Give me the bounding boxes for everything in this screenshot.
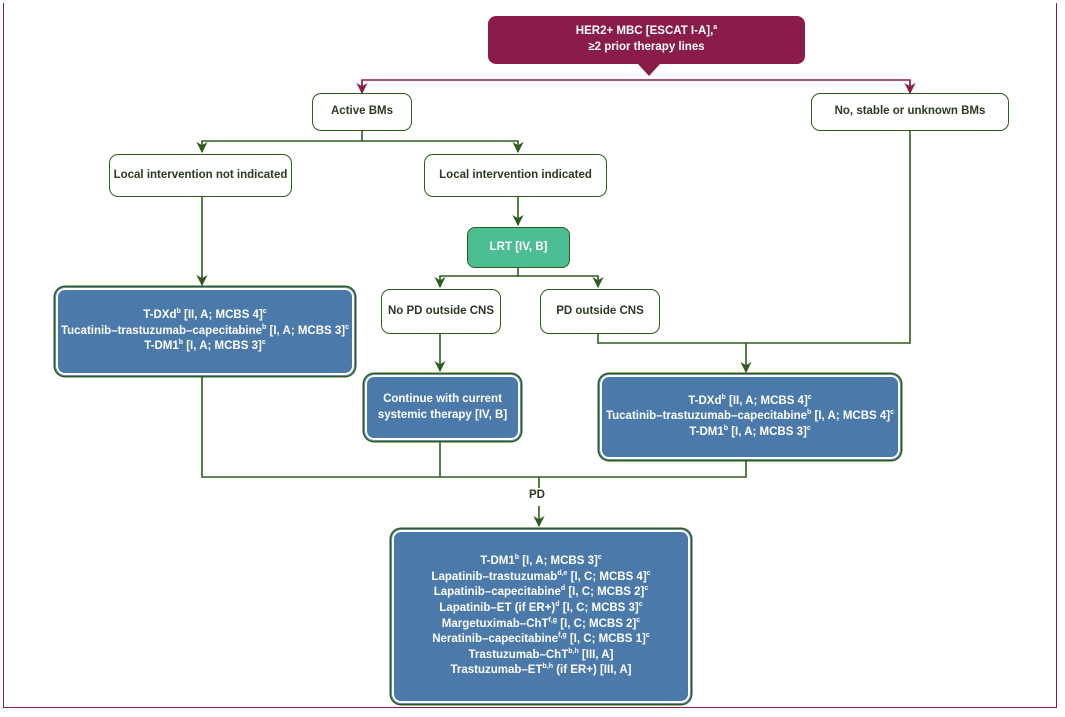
pd-outside-box: PD outside CNS [540,289,660,334]
no-stable-bms-box: No, stable or unknown BMs [811,93,1009,131]
option-line: Tucatinib–trastuzumab–capecitabineb [I, … [60,323,350,337]
continue-line2: systemic therapy [IV, B] [377,408,508,421]
option-line: T-DM1b [I, A; MCBS 3]c [480,554,602,568]
option-line: Tucatinib–trastuzumab–capecitabineb [I, … [605,409,895,423]
option-line: T-DXdb [II, A; MCBS 4]c [688,393,812,407]
active-bms-box: Active BMs [312,93,412,131]
option-line: T-DM1b [I, A; MCBS 3]c [689,424,811,438]
pd-label: PD [526,489,548,501]
figure-frame [3,3,1057,708]
local-indicated-box: Local intervention indicated [424,154,607,197]
continue-therapy-box: Continue with current systemic therapy [… [364,374,521,441]
option-line: Margetuximab–ChTf,g [I, C; MCBS 2]c [441,616,641,630]
option-line: Lapatinib–capecitabined [I, C; MCBS 2]c [433,585,649,599]
option-line: Lapatinib–ET (if ER+)d [I, C; MCBS 3]c [439,601,643,614]
option-line: Trastuzumab–ChTb,h [III, A] [468,647,614,661]
root-line2: ≥2 prior therapy lines [588,41,705,53]
root-pointer [638,64,660,76]
left-options-box: T-DXdb [II, A; MCBS 4]c Tucatinib–trastu… [55,287,355,376]
no-pd-outside-box: No PD outside CNS [381,289,501,334]
lrt-box: LRT [IV, B] [467,227,570,268]
root-box: HER2+ MBC [ESCAT I-A],a ≥2 prior therapy… [488,16,805,64]
final-options-box: T-DM1b [I, A; MCBS 3]c Lapatinib–trastuz… [391,529,691,704]
option-line: T-DXdb [II, A; MCBS 4]c [143,308,267,322]
continue-line1: Continue with current [383,392,502,405]
option-line: T-DM1b [I, A; MCBS 3]c [144,339,266,353]
local-not-indicated-box: Local intervention not indicated [109,154,292,197]
option-line: Trastuzumab–ETb,h (if ER+) [III, A] [450,663,632,677]
option-line: Lapatinib–trastuzumabd,e [I, C; MCBS 4]c [431,570,651,583]
option-line: Neratinib–capecitabinef,g [I, C; MCBS 1]… [432,632,650,646]
root-connector [361,79,911,93]
root-line1: HER2+ MBC [ESCAT I-A],a [575,24,718,38]
right-options-box: T-DXdb [II, A; MCBS 4]c Tucatinib–trastu… [599,374,901,460]
